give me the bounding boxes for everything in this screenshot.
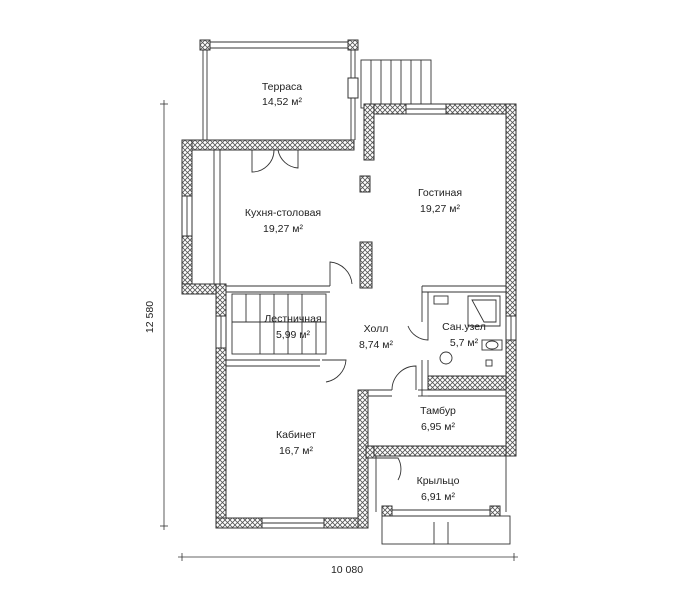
room-area-stairwell: 5,99 м² — [276, 329, 311, 341]
room-name-vestibule: Тамбур — [420, 405, 456, 417]
room-name-bathroom: Сан.узел — [442, 321, 486, 333]
width-dimension-label: 10 080 — [331, 564, 363, 576]
room-area-vestibule: 6,95 м² — [421, 421, 456, 433]
windows — [181, 103, 517, 529]
room-area-living: 19,27 м² — [420, 203, 460, 215]
room-area-kitchen: 19,27 м² — [263, 223, 303, 235]
terrace — [199, 39, 359, 140]
room-name-kitchen: Кухня-столовая — [245, 207, 321, 219]
room-name-living: Гостиная — [418, 187, 462, 199]
dimension-lines — [160, 100, 518, 561]
room-name-study: Кабинет — [276, 429, 316, 441]
room-name-porch: Крыльцо — [417, 475, 460, 487]
terrace-stairs — [360, 59, 432, 109]
porch — [375, 456, 511, 545]
room-area-terrace: 14,52 м² — [262, 96, 302, 108]
room-area-bathroom: 5,7 м² — [450, 337, 479, 349]
staircase — [231, 293, 327, 355]
room-area-study: 16,7 м² — [279, 445, 314, 457]
room-area-porch: 6,91 м² — [421, 491, 456, 503]
room-name-hall: Холл — [364, 323, 389, 335]
interior-walls — [213, 150, 507, 397]
doors — [251, 149, 429, 481]
room-labels: Терраса 14,52 м² Гостиная 19,27 м² Кухня… — [245, 81, 486, 503]
room-name-stairwell: Лестничная — [264, 313, 321, 325]
bathroom-fixtures — [433, 295, 503, 367]
room-name-terrace: Терраса — [262, 81, 302, 93]
room-area-hall: 8,74 м² — [359, 339, 394, 351]
height-dimension-label: 12 580 — [144, 301, 156, 333]
